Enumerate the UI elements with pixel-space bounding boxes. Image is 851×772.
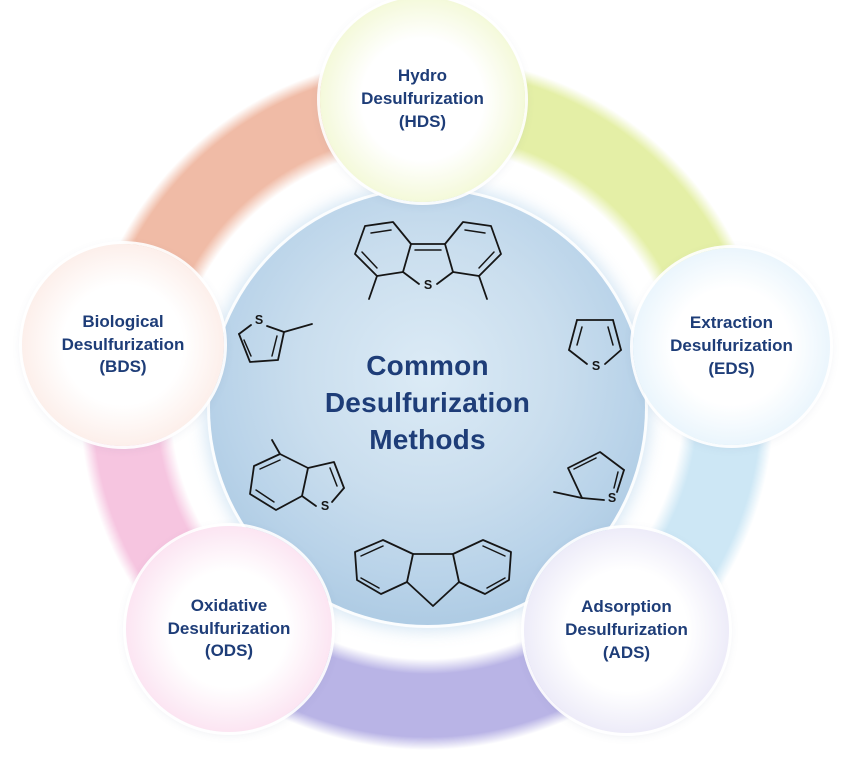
sulfur-atom-label: S [424,278,432,292]
benzothiophene-icon: S [249,439,345,513]
methylthiophene-icon: S [238,313,313,363]
method-circle-hds: Hydro Desulfurization (HDS) [320,0,525,202]
diagram-title: Common Desulfurization Methods [324,350,531,455]
method-circle-bds: Biological Desulfurization (BDS) [22,244,224,446]
method-label-bds: Biological Desulfurization (BDS) [61,311,185,377]
methylthiophene-icon: S [553,451,625,505]
method-label-ads: Adsorption Desulfurization (ADS) [565,597,688,662]
dimethyl-dibenzothiophene-icon: S [354,221,502,300]
dibenzothiophene-icon [354,539,512,607]
method-circle-ads: Adsorption Desulfurization (ADS) [524,528,729,733]
sulfur-atom-label: S [608,491,616,505]
method-label-hds: Hydro Desulfurization (HDS) [361,66,484,131]
sulfur-atom-label: S [321,499,329,513]
method-label-ods: Oxidative Desulfurization (ODS) [167,595,291,661]
method-circle-ods: Oxidative Desulfurization (ODS) [126,526,332,732]
thiophene-icon: S [568,319,622,373]
method-circle-eds: Extraction Desulfurization (EDS) [633,248,830,445]
sulfur-atom-label: S [592,359,600,373]
sulfur-atom-label: S [255,313,263,327]
method-label-eds: Extraction Desulfurization (EDS) [670,313,793,378]
